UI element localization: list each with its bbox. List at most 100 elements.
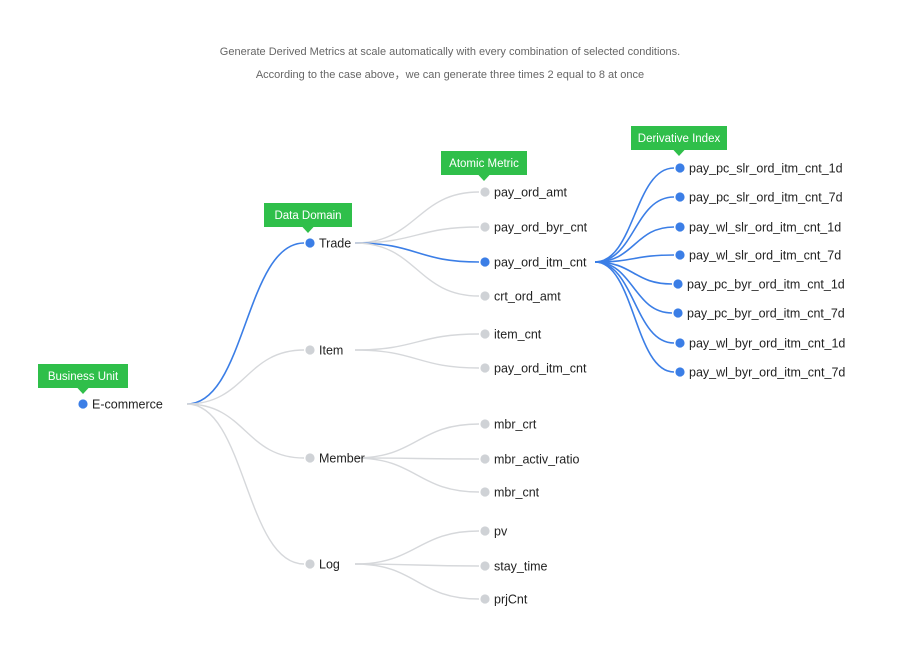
nodes-layer: E-commerce Trade pay_ord_amt pay_ord_byr_cn… [78,162,845,607]
node-deriv-4-dot [673,279,683,289]
link-domain-3-atomic-0 [354,530,480,565]
tag-business-unit-box [38,364,128,388]
node-deriv-7-label: pay_wl_byr_ord_itm_cnt_7d [689,366,845,380]
links-layer [186,167,675,600]
node-deriv-5-label: pay_pc_byr_ord_itm_cnt_7d [687,307,845,321]
link-domain-1-atomic-0 [354,333,480,351]
tag-data-domain-box [264,203,352,227]
node-atomic-0-3-dot [480,291,490,301]
node-deriv-6-dot [675,338,685,348]
node-deriv-0-dot [675,163,685,173]
link-domain-2-atomic-2 [354,457,480,493]
node-atomic-3-1: stay_time [480,560,548,574]
node-deriv-7-dot [675,367,685,377]
node-atomic-0-2-dot [480,257,490,267]
node-atomic-2-2: mbr_cnt [480,486,540,500]
link-domain-1-atomic-1 [354,349,480,369]
node-deriv-4: pay_pc_byr_ord_itm_cnt_1d [673,278,845,292]
link-atomic-0-2-deriv-4 [594,261,673,285]
node-root-label: E-commerce [92,398,163,412]
node-atomic-2-0-dot [480,419,490,429]
node-atomic-0-2-label: pay_ord_itm_cnt [494,256,587,270]
link-domain-0-atomic-0 [354,191,480,244]
node-atomic-2-1-label: mbr_activ_ratio [494,453,579,467]
tag-data-domain-pointer [302,226,314,233]
node-atomic-2-2-dot [480,487,490,497]
node-root: E-commerce [78,398,163,412]
node-domain-2-label: Member [319,452,365,466]
link-atomic-0-2-deriv-7 [594,261,675,373]
node-atomic-3-1-label: stay_time [494,560,548,574]
tag-derivative-index-text: Derivative Index [638,133,721,145]
tag-business-unit-text: Business Unit [48,371,119,383]
node-deriv-0: pay_pc_slr_ord_itm_cnt_1d [675,162,843,176]
tag-atomic-metric-box [441,151,527,175]
node-atomic-0-0-label: pay_ord_amt [494,186,567,200]
node-root-dot [78,399,88,409]
node-atomic-3-2-dot [480,594,490,604]
node-atomic-1-1-dot [480,363,490,373]
node-atomic-0-2: pay_ord_itm_cnt [480,256,587,270]
node-atomic-3-0-label: pv [494,525,508,539]
tag-derivative-index: Derivative Index [631,126,727,156]
link-domain-0-atomic-3 [354,242,480,297]
caption-line-1: Generate Derived Metrics at scale automa… [219,46,681,58]
link-atomic-0-2-deriv-2 [594,226,675,263]
node-atomic-0-3-label: crt_ord_amt [494,290,561,304]
node-atomic-2-0: mbr_crt [480,418,537,432]
node-domain-1-label: Item [319,344,343,358]
node-domain-3-label: Log [319,558,340,572]
tag-data-domain: Data Domain [264,203,352,233]
caption-line-2: According to the case above，we can gener… [255,69,645,81]
node-deriv-3-label: pay_wl_slr_ord_itm_cnt_7d [689,249,841,263]
node-atomic-0-1-dot [480,222,490,232]
node-deriv-7: pay_wl_byr_ord_itm_cnt_7d [675,366,845,380]
tag-data-domain-text: Data Domain [274,210,341,222]
node-atomic-2-2-label: mbr_cnt [494,486,540,500]
node-deriv-1-label: pay_pc_slr_ord_itm_cnt_7d [689,191,843,205]
node-atomic-3-0: pv [480,525,508,539]
node-atomic-0-0: pay_ord_amt [480,186,567,200]
node-deriv-3: pay_wl_slr_ord_itm_cnt_7d [675,249,841,263]
node-deriv-2-dot [675,222,685,232]
node-atomic-2-1: mbr_activ_ratio [480,453,579,467]
link-domain-2-atomic-1 [354,457,480,460]
node-domain-1: Item [305,344,343,358]
tag-business-unit-pointer [77,387,89,394]
node-atomic-1-0-dot [480,329,490,339]
link-domain-3-atomic-1 [354,563,480,567]
node-atomic-1-1-label: pay_ord_itm_cnt [494,362,587,376]
link-root-domain-3 [186,403,305,565]
tag-derivative-index-box [631,126,727,150]
tag-atomic-metric-pointer [478,174,490,181]
link-root-domain-2 [186,403,305,459]
node-atomic-2-1-dot [480,454,490,464]
tags-layer: Business Unit Data Domain Atomic Metric Der… [38,126,727,394]
node-deriv-5-dot [673,308,683,318]
node-domain-1-dot [305,345,315,355]
node-atomic-1-0-label: item_cnt [494,328,542,342]
node-atomic-3-2: prjCnt [480,593,528,607]
link-atomic-0-2-deriv-0 [594,167,675,263]
node-atomic-2-0-label: mbr_crt [494,418,537,432]
node-deriv-6: pay_wl_byr_ord_itm_cnt_1d [675,337,845,351]
link-domain-2-atomic-0 [354,423,480,459]
node-domain-0: Trade [305,237,351,251]
link-atomic-0-2-deriv-5 [594,261,673,314]
node-atomic-0-0-dot [480,187,490,197]
link-root-domain-1 [186,349,305,405]
tag-derivative-index-pointer [673,149,685,156]
node-atomic-0-1: pay_ord_byr_cnt [480,221,588,235]
node-atomic-3-1-dot [480,561,490,571]
node-deriv-1-dot [675,192,685,202]
node-deriv-4-label: pay_pc_byr_ord_itm_cnt_1d [687,278,845,292]
link-domain-3-atomic-2 [354,563,480,600]
node-atomic-1-0: item_cnt [480,328,542,342]
node-deriv-6-label: pay_wl_byr_ord_itm_cnt_1d [689,337,845,351]
link-domain-0-atomic-2 [354,242,480,263]
node-domain-0-label: Trade [319,237,351,251]
node-domain-2: Member [305,452,365,466]
link-domain-0-atomic-1 [354,226,480,244]
tag-atomic-metric-text: Atomic Metric [449,158,519,170]
